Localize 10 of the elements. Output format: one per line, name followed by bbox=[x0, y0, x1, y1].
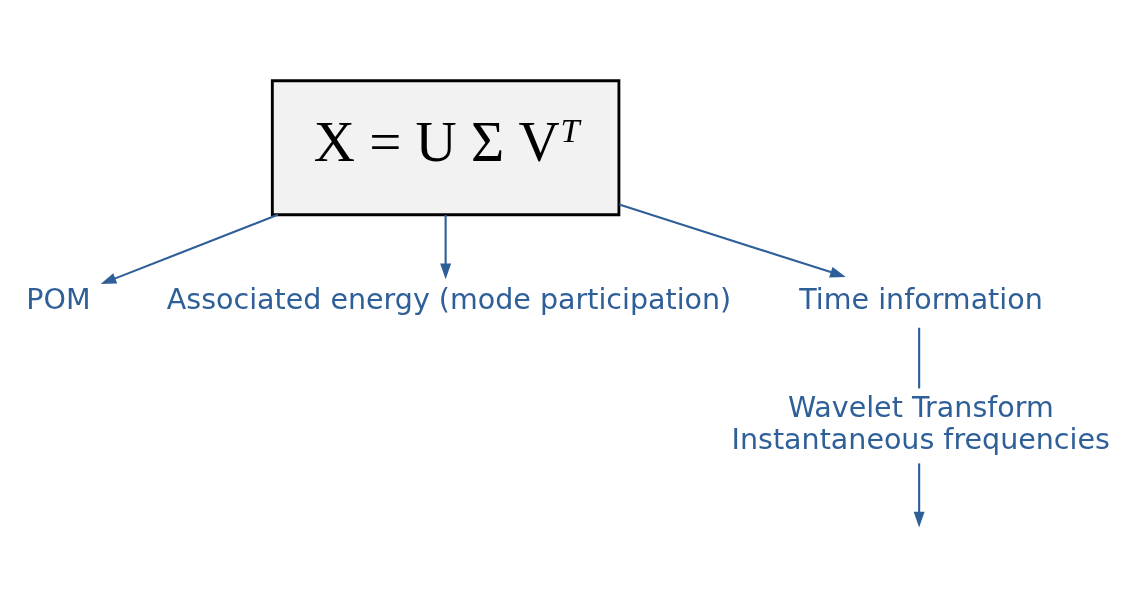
node-text: Wavelet Transform Instantaneous frequencies bbox=[731, 390, 1110, 456]
arrow bbox=[618, 203, 846, 277]
arrow bbox=[100, 213, 279, 284]
node-text: Time information bbox=[799, 282, 1043, 316]
node-text: POM bbox=[26, 282, 91, 316]
node-box: X = U Σ V$^{T}$ bbox=[270, 78, 621, 216]
arrow bbox=[913, 462, 925, 527]
connector bbox=[918, 327, 921, 388]
node-text: Associated energy (mode participation) bbox=[166, 282, 732, 316]
arrow bbox=[440, 214, 452, 279]
